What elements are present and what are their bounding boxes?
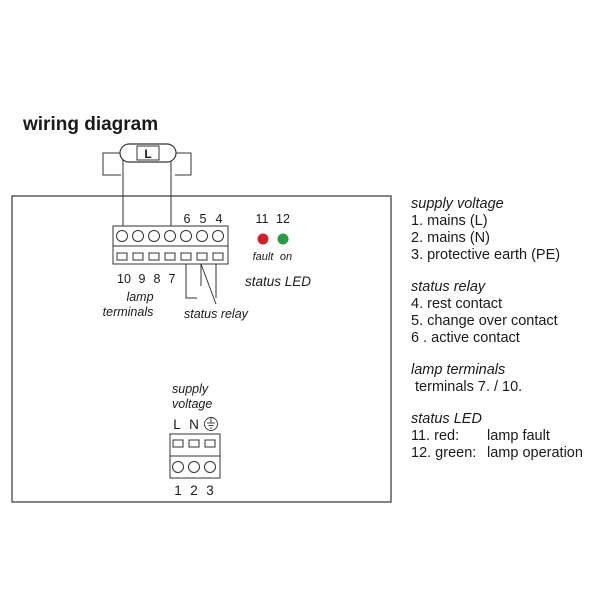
legend-item-value: lamp operation <box>487 445 583 461</box>
lamp-terminals-label-line2: terminals <box>103 305 154 319</box>
terminal-number-4: 4 <box>216 212 223 226</box>
terminal-number-5: 5 <box>200 212 207 226</box>
supply-terminal-number-2: 2 <box>190 483 198 498</box>
legend-item-value: lamp fault <box>487 428 550 444</box>
terminal-number-6: 6 <box>184 212 191 226</box>
diagram-title: wiring diagram <box>22 114 158 135</box>
lamp-symbol: L <box>119 143 177 163</box>
status-led-label: status LED <box>245 274 311 289</box>
supply-label-line2: voltage <box>172 397 212 411</box>
legend-item: 12. green: lamp operation <box>411 445 606 462</box>
on-led-icon <box>277 233 289 245</box>
legend-lamp-terminals: lamp terminals terminals 7. / 10. <box>411 362 606 396</box>
lamp-wires <box>102 152 192 228</box>
supply-symbol-N: N <box>189 417 199 432</box>
legend-item-key: 11. red: <box>411 428 460 444</box>
legend-supply-voltage-title: supply voltage <box>411 196 504 212</box>
legend-status-led: status LED 11. red: lamp fault 12. green:… <box>411 411 606 462</box>
legend-item: 5. change over contact <box>411 313 558 329</box>
legend-status-relay-title: status relay <box>411 279 486 295</box>
legend-item: 2. mains (N) <box>411 230 490 246</box>
legend-lamp-terminals-title: lamp terminals <box>411 362 506 378</box>
supply-terminal-block <box>169 433 221 479</box>
legend-item: 3. protective earth (PE) <box>411 247 561 263</box>
legend-status-relay: status relay 4. rest contact 5. change o… <box>411 279 606 347</box>
main-terminal-clamps <box>116 252 224 261</box>
led-number-11: 11 <box>256 212 269 226</box>
main-terminal-block <box>112 225 229 265</box>
legend-item: 4. rest contact <box>411 296 503 312</box>
on-led-label: on <box>280 251 292 263</box>
supply-symbol-L: L <box>173 417 181 432</box>
legend-item: 1. mains (L) <box>411 213 488 229</box>
fault-led-icon <box>257 233 269 245</box>
legend-supply-voltage: supply voltage 1. mains (L) 2. mains (N)… <box>411 196 606 264</box>
legend-item: 11. red: lamp fault <box>411 428 606 445</box>
terminal-number-10: 10 <box>117 272 131 286</box>
terminal-number-8: 8 <box>154 272 161 286</box>
legend-item: terminals 7. / 10. <box>411 379 523 395</box>
status-relay-contact-symbol <box>185 263 217 305</box>
legend-item-key: 12. green: <box>411 445 477 461</box>
led-number-12: 12 <box>276 212 290 226</box>
legend: supply voltage 1. mains (L) 2. mains (N)… <box>411 196 606 477</box>
supply-terminal-number-1: 1 <box>174 483 182 498</box>
supply-terminal-number-3: 3 <box>206 483 214 498</box>
main-terminal-screws <box>116 230 224 242</box>
lamp-label: L <box>144 147 151 161</box>
earth-icon <box>204 417 218 431</box>
fault-led-label: fault <box>253 251 275 263</box>
legend-status-led-title: status LED <box>411 411 482 427</box>
device-enclosure <box>11 195 392 503</box>
terminal-number-9: 9 <box>139 272 146 286</box>
legend-item: 6 . active contact <box>411 330 520 346</box>
supply-label-line1: supply <box>172 382 209 396</box>
lamp-terminals-label-line1: lamp <box>126 290 153 304</box>
status-relay-label: status relay <box>184 307 249 321</box>
terminal-number-7: 7 <box>169 272 176 286</box>
